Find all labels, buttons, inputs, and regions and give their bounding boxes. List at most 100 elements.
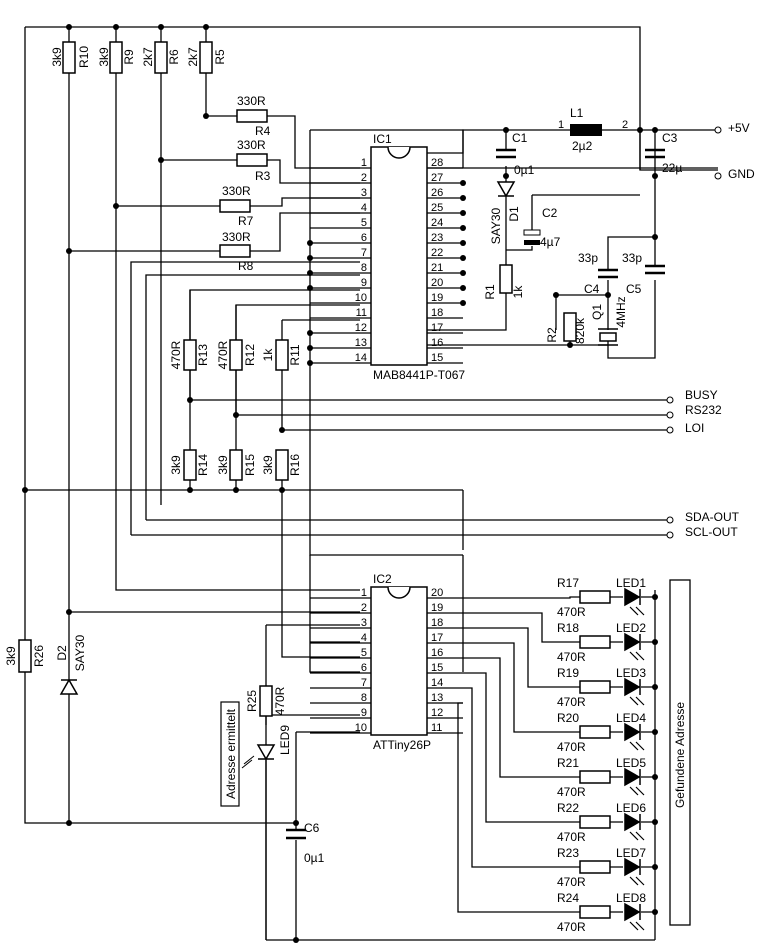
ic1: 1234567891011121314282726252423222120191… [307, 129, 466, 556]
r11-value: 1k [261, 348, 275, 362]
led-row-led-ref: LED7 [616, 846, 646, 860]
led-row-res-value: 470R [557, 875, 586, 889]
diode-d2 [59, 678, 79, 695]
c6-value: 0µ1 [304, 851, 325, 865]
r10-value: 3k9 [50, 47, 64, 67]
r14-value: 3k9 [169, 455, 183, 475]
signal-scl: SCL-OUT [685, 525, 738, 539]
ic2-body [370, 586, 428, 736]
ic1-pin-6-number: 6 [361, 232, 367, 244]
r8-ref: R8 [238, 259, 254, 273]
r6-ref: R6 [167, 49, 181, 65]
led-row-res-value: 470R [557, 830, 586, 844]
ic1-pins: 1234567891011121314282726252423222120191… [307, 157, 466, 366]
r1-ref: R1 [483, 284, 497, 300]
found-address-box [669, 579, 691, 926]
c3-value: 22µ [662, 161, 682, 175]
resistor-r25 [259, 685, 273, 717]
r25-ref: R25 [245, 690, 259, 712]
r26-value: 3k9 [4, 646, 18, 666]
led-row-led-ref: LED4 [616, 711, 646, 725]
r5-ref: R5 [213, 49, 227, 65]
l1-ref: L1 [570, 106, 584, 120]
ic1-pin-7-number: 7 [361, 247, 367, 259]
ic1-pin-13-number: 13 [355, 337, 367, 349]
capacitor-c6 [286, 828, 306, 840]
ic1-ref: IC1 [373, 132, 392, 146]
led-row-res-value: 470R [557, 695, 586, 709]
led-row-led-ref: LED5 [616, 756, 646, 770]
ic1-pin-19-number: 19 [431, 292, 443, 304]
capacitor-c2 [523, 229, 541, 236]
led-row-res-value: 470R [557, 920, 586, 934]
resistor-r18 [579, 635, 611, 649]
resistor-r4 [236, 109, 268, 123]
resistor-r14 [183, 449, 197, 481]
r4-value: 330R [237, 94, 266, 108]
resistor-r2 [563, 312, 577, 342]
address-found-label: Adresse ermittelt [224, 708, 238, 799]
r13-ref: R13 [196, 344, 210, 366]
r3-value: 330R [237, 138, 266, 152]
ic1-pin-18-number: 18 [431, 307, 443, 319]
l1-pin1: 1 [558, 119, 564, 131]
resistor-r8 [219, 244, 251, 258]
resistor-r16 [275, 449, 289, 481]
ic2-pin-16-number: 16 [431, 647, 443, 659]
led-row-res-ref: R21 [557, 756, 579, 770]
d2-value: SAY30 [73, 634, 87, 671]
led-row-res-ref: R20 [557, 711, 579, 725]
junction [307, 360, 313, 366]
resistor-r7 [219, 199, 251, 213]
r9-ref: R9 [122, 49, 136, 65]
resistor-r6 [154, 41, 168, 74]
ic2-pin-20-number: 20 [431, 587, 443, 599]
top-rail-wire [23, 26, 641, 550]
ic2-pin-10-number: 10 [355, 722, 367, 734]
led-row-res-value: 470R [557, 605, 586, 619]
led-row-res-ref: R22 [557, 801, 579, 815]
r7-value: 330R [222, 184, 251, 198]
resistor-r22 [579, 815, 611, 829]
ic1-pin-21-number: 21 [431, 262, 443, 274]
resistor-r20 [579, 725, 611, 739]
r12-value: 470R [216, 340, 230, 369]
l1-value: 2µ2 [572, 139, 593, 153]
r15-ref: R15 [243, 454, 257, 476]
l1-pin2: 2 [622, 119, 628, 131]
ic2-pin-5-number: 5 [361, 647, 367, 659]
ic2-ref: IC2 [373, 572, 392, 586]
ic2-pin-12-number: 12 [431, 707, 443, 719]
led-row-res-ref: R19 [557, 666, 579, 680]
junction [307, 255, 313, 261]
r2-ref: R2 [545, 327, 559, 343]
capacitor-c4 [598, 268, 618, 279]
c5-ref: C5 [626, 282, 642, 296]
led-row: R21 470R LED5 [463, 657, 658, 799]
ic1-pin-17-number: 17 [431, 322, 443, 334]
led-2 [624, 632, 641, 652]
resistor-r11 [275, 339, 289, 371]
led-row-res-ref: R18 [557, 621, 579, 635]
junction [460, 180, 466, 186]
c1-value: 0µ1 [514, 163, 535, 177]
resistor-r12 [229, 339, 243, 371]
r10-ref: R10 [77, 46, 91, 68]
junction [460, 270, 466, 276]
led-row-led-ref: LED8 [616, 891, 646, 905]
led-row-res-value: 470R [557, 650, 586, 664]
junction [460, 195, 466, 201]
ic1-pin-24-number: 24 [431, 217, 443, 229]
ic1-pin-9-number: 9 [361, 277, 367, 289]
ic2-part: ATTiny26P [373, 738, 431, 752]
ic1-pin-14-number: 14 [355, 352, 367, 364]
resistor-r19 [579, 680, 611, 694]
signal-rs232: RS232 [685, 403, 722, 417]
gnd-label: GND [728, 167, 755, 181]
c3-ref: C3 [662, 131, 678, 145]
ic1-pin-16-number: 16 [431, 337, 443, 349]
c5-value: 33p [622, 251, 642, 265]
ic2-pin-7-number: 7 [361, 677, 367, 689]
